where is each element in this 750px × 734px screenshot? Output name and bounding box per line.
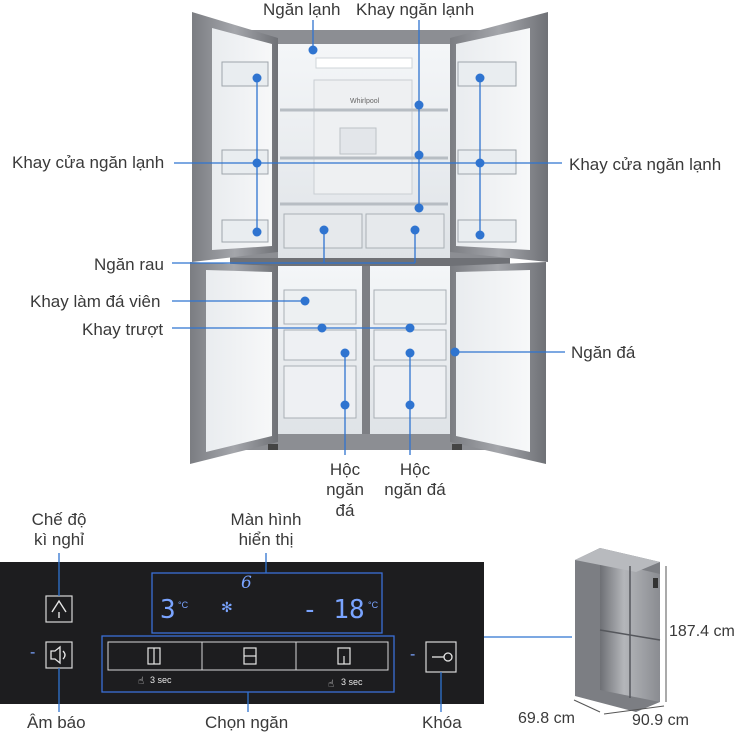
label-line: đá (335, 500, 355, 520)
main-fridge: Whirlpool (190, 12, 548, 464)
label-line: ngăn đá (384, 480, 446, 500)
crisper-right (365, 213, 445, 249)
label-ngan-lanh: Ngăn lạnh (263, 0, 341, 19)
dimension-diagram (573, 548, 667, 715)
dot-drawer-l1 (340, 348, 350, 358)
display-outline (151, 572, 383, 634)
dot-ul-1 (252, 73, 262, 83)
label-khoa: Khóa (422, 713, 462, 732)
dot-ice-tray (300, 296, 310, 306)
mini-fridge-badge (653, 578, 658, 588)
label-line: Hộc (399, 460, 431, 479)
middle-divider (230, 258, 510, 266)
label-khay-lam-da: Khay làm đá viên (30, 292, 161, 311)
drawer-r0 (373, 289, 447, 325)
dot-ngan-lanh (308, 45, 318, 55)
dash-left: - (30, 644, 36, 661)
dash-right: - (410, 646, 416, 663)
ur-bin-3 (457, 219, 517, 243)
label-line: ngăn (326, 480, 364, 500)
label-khay-truot: Khay trượt (82, 320, 164, 339)
freezer-divider (362, 266, 370, 434)
selector-buttons (107, 641, 389, 671)
ul-bin-1 (221, 61, 269, 87)
hold-label-1: 3 sec (150, 675, 172, 685)
dot-ur-2 (475, 158, 485, 168)
label-chon-ngan: Chọn ngăn (205, 713, 289, 732)
dot-ur-3 (475, 230, 485, 240)
label-che-do: Chế độ kì nghỉ (20, 510, 98, 551)
dot-drawer-r1 (405, 348, 415, 358)
temp-right: - 18 (302, 595, 365, 625)
label-khay-ngan-lanh: Khay ngăn lạnh (356, 0, 475, 19)
dot-slide-l (317, 323, 327, 333)
hand-icon-2: ☝ (328, 679, 334, 690)
upper-left-door-inner (212, 28, 272, 250)
depth-dimension-line (573, 699, 601, 713)
control-module (339, 127, 377, 155)
foot-right (452, 444, 462, 450)
temp-unit-left: °C (178, 600, 189, 610)
label-line: Chế độ (31, 510, 87, 529)
dot-ul-2 (252, 158, 262, 168)
display-digit-top: 6 (241, 573, 252, 593)
label-line: kì nghỉ (33, 530, 85, 550)
mini-fridge-top (575, 548, 660, 572)
foot-left (268, 444, 278, 450)
ur-bin-1 (457, 61, 517, 87)
label-line: Màn hình (230, 510, 302, 529)
dot-drawer-l2 (340, 400, 350, 410)
umbrella-icon (51, 599, 67, 618)
label-man-hinh: Màn hình hiển thị (214, 510, 318, 551)
label-line: Hộc (329, 460, 361, 479)
dimension-height: 187.4 cm (669, 623, 735, 640)
label-khay-cua-right: Khay cửa ngăn lạnh (569, 155, 722, 174)
lower-left-door-inner (206, 270, 272, 452)
dot-crisper-r (410, 225, 420, 235)
label-hoc-ngan-da-2: Hộc ngăn đá (375, 460, 455, 501)
speaker-icon (50, 645, 66, 665)
callout-lines (172, 20, 565, 455)
lower-right-door-inner (456, 270, 530, 452)
hold-label-2: 3 sec (341, 677, 363, 687)
dimension-depth: 69.8 cm (518, 710, 575, 727)
brand-logo: Whirlpool (350, 98, 380, 105)
dot-ul-3 (252, 227, 262, 237)
dot-ur-1 (475, 73, 485, 83)
dot-crisper-l (319, 225, 329, 235)
dot-drawer-r2 (405, 400, 415, 410)
snowflake-icon: ✻ (221, 599, 233, 615)
dot-shelf-1 (414, 100, 424, 110)
hand-icon-1: ☝ (138, 676, 144, 687)
dimension-width: 90.9 cm (632, 712, 689, 729)
label-ngan-rau: Ngăn rau (94, 255, 164, 274)
ice-tray (283, 289, 357, 325)
label-khay-cua-left: Khay cửa ngăn lạnh (12, 153, 165, 172)
top-light (315, 57, 413, 69)
label-ngan-da: Ngăn đá (571, 343, 636, 362)
back-panel (313, 79, 413, 195)
label-line: hiển thị (238, 530, 294, 550)
callout-dots (252, 45, 485, 410)
width-dimension-line (603, 705, 665, 715)
dot-freezer (450, 347, 460, 357)
upper-right-door-inner (456, 28, 530, 250)
dot-shelf-2 (414, 150, 424, 160)
control-panel: ✻ ☝ ☝ (0, 553, 572, 712)
dot-shelf-3 (414, 203, 424, 213)
label-hoc-ngan-da-1: Hộc ngăn đá (318, 460, 372, 521)
temp-left: 3 (160, 595, 176, 625)
label-am-bao: Âm báo (27, 713, 86, 732)
dot-slide-r (405, 323, 415, 333)
temp-unit-right: °C (368, 600, 379, 610)
ur-bin-2 (457, 149, 517, 175)
